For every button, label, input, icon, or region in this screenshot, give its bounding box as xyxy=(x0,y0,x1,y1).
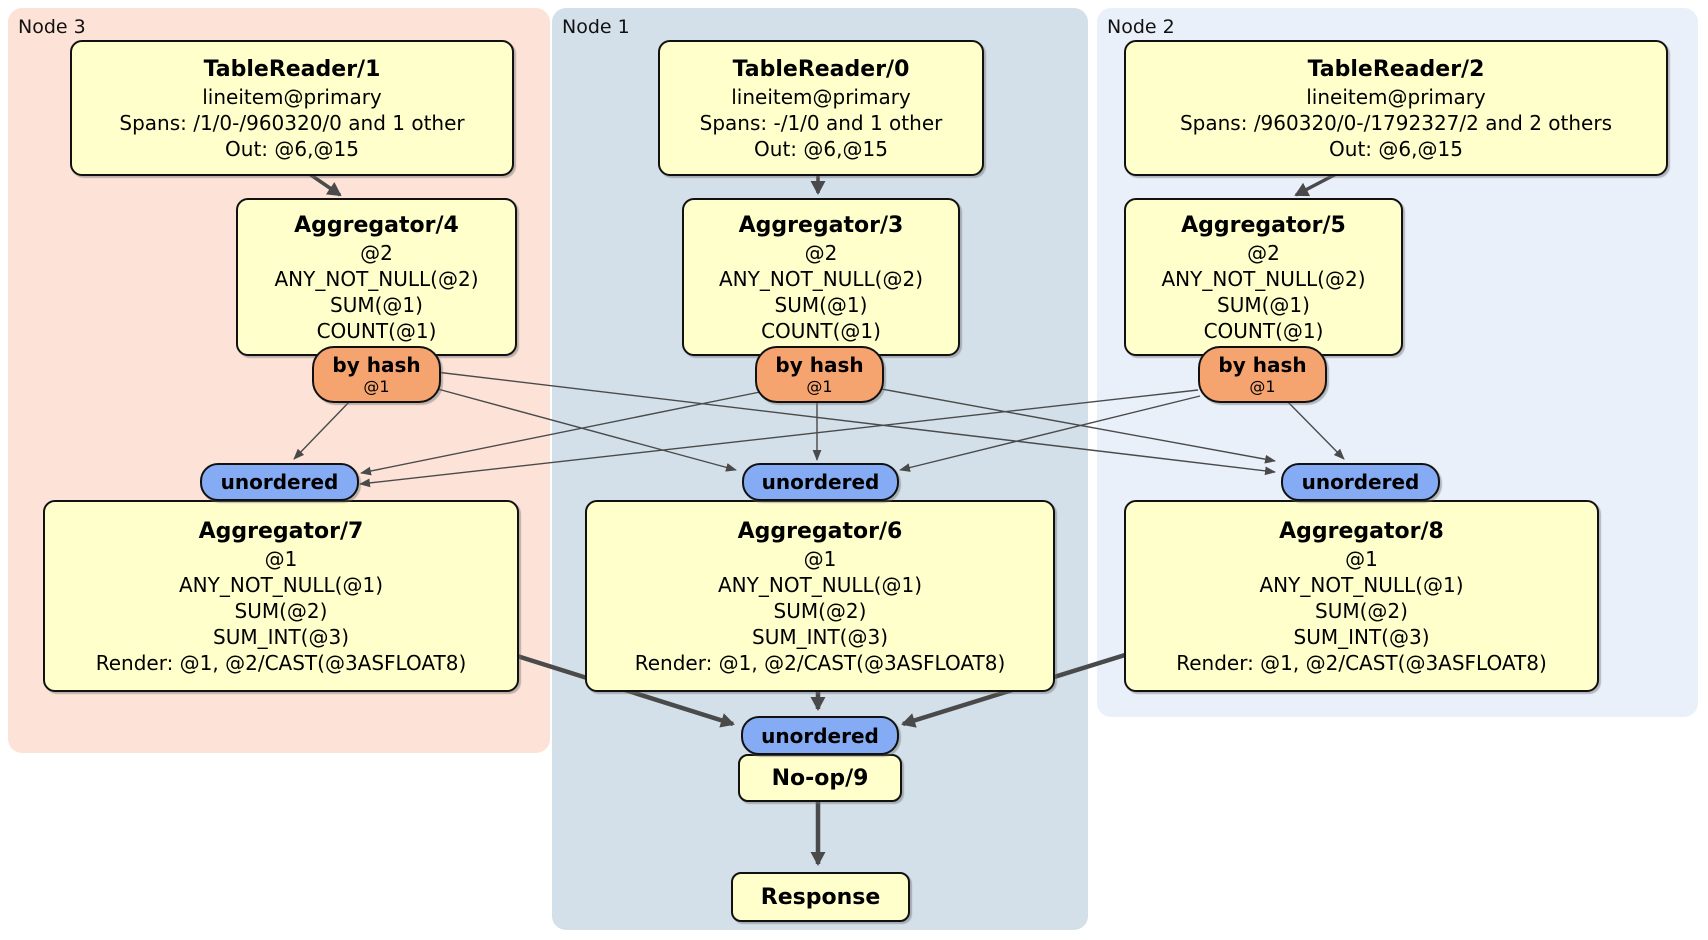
aggregator-4-fn2: SUM(@1) xyxy=(330,292,423,317)
aggregator-7-box: Aggregator/7 @1 ANY_NOT_NULL(@1) SUM(@2)… xyxy=(43,500,519,692)
aggregator-5-box: Aggregator/5 @2 ANY_NOT_NULL(@2) SUM(@1)… xyxy=(1124,198,1403,356)
table-reader-2-index: lineitem@primary xyxy=(1306,84,1486,109)
table-reader-2-title: TableReader/2 xyxy=(1307,56,1485,82)
hash-router-node1: by hash @1 xyxy=(755,346,884,403)
edge-router3-to-stream2 xyxy=(435,371,1276,476)
aggregator-3-title: Aggregator/3 xyxy=(738,212,904,238)
aggregator-8-render: Render: @1, @2/CAST(@3ASFLOAT8) xyxy=(1176,650,1547,675)
table-reader-0-box: TableReader/0 lineitem@primary Spans: -/… xyxy=(658,40,984,176)
aggregator-7-fn1: ANY_NOT_NULL(@1) xyxy=(179,572,383,597)
aggregator-4-fn3: COUNT(@1) xyxy=(316,318,437,343)
aggregator-6-fn1: ANY_NOT_NULL(@1) xyxy=(718,572,922,597)
aggregator-6-title: Aggregator/6 xyxy=(737,518,903,544)
table-reader-1-spans: Spans: /1/0-/960320/0 and 1 other xyxy=(119,110,465,135)
aggregator-8-title: Aggregator/8 xyxy=(1279,518,1444,544)
edge-router1-to-stream3 xyxy=(360,391,761,476)
aggregator-8-group-col: @1 xyxy=(1345,546,1378,571)
edge-tr1-to-agg4 xyxy=(307,171,342,197)
hash-router-node2-key: @1 xyxy=(1249,377,1276,396)
stream-node2: unordered xyxy=(1281,463,1440,501)
edge-router2-to-stream3 xyxy=(359,389,1199,488)
aggregator-5-title: Aggregator/5 xyxy=(1181,212,1346,238)
aggregator-7-title: Aggregator/7 xyxy=(198,518,364,544)
hash-router-node1-key: @1 xyxy=(806,377,833,396)
table-reader-2-out: Out: @6,@15 xyxy=(1329,136,1463,161)
table-reader-2-box: TableReader/2 lineitem@primary Spans: /9… xyxy=(1124,40,1668,176)
aggregator-6-fn2: SUM(@2) xyxy=(773,598,867,623)
aggregator-3-fn2: SUM(@1) xyxy=(774,292,868,317)
node3-region-label: Node 3 xyxy=(18,16,86,38)
table-reader-0-out: Out: @6,@15 xyxy=(754,136,888,161)
aggregator-4-title: Aggregator/4 xyxy=(294,212,459,238)
table-reader-1-out: Out: @6,@15 xyxy=(225,136,359,161)
aggregator-7-group-col: @1 xyxy=(264,546,298,571)
hash-router-node2: by hash @1 xyxy=(1198,346,1327,403)
stream-node3: unordered xyxy=(200,463,359,501)
aggregator-5-fn1: ANY_NOT_NULL(@2) xyxy=(1161,266,1366,291)
table-reader-2-spans: Spans: /960320/0-/1792327/2 and 2 others xyxy=(1179,110,1612,135)
hash-router-node3-label: by hash xyxy=(332,353,421,377)
table-reader-1-index: lineitem@primary xyxy=(202,84,382,109)
aggregator-6-render: Render: @1, @2/CAST(@3ASFLOAT8) xyxy=(634,650,1006,675)
edge-router2-to-stream1 xyxy=(899,395,1201,472)
edge-router2-to-stream2 xyxy=(1284,398,1345,460)
hash-router-node3: by hash @1 xyxy=(312,346,441,403)
aggregator-8-fn3: SUM_INT(@3) xyxy=(1293,624,1430,649)
node1-region-label: Node 1 xyxy=(562,16,630,38)
hash-router-node2-label: by hash xyxy=(1218,353,1307,377)
table-reader-0-index: lineitem@primary xyxy=(731,84,911,109)
aggregator-4-group-col: @2 xyxy=(360,240,393,265)
aggregator-6-group-col: @1 xyxy=(803,546,837,571)
table-reader-1-title: TableReader/1 xyxy=(203,56,381,82)
final-stream: unordered xyxy=(741,716,899,755)
aggregator-5-group-col: @2 xyxy=(1247,240,1280,265)
table-reader-1-box: TableReader/1 lineitem@primary Spans: /1… xyxy=(70,40,514,176)
aggregator-3-box: Aggregator/3 @2 ANY_NOT_NULL(@2) SUM(@1)… xyxy=(682,198,960,356)
aggregator-8-box: Aggregator/8 @1 ANY_NOT_NULL(@1) SUM(@2)… xyxy=(1124,500,1599,692)
edge-tr2-to-agg5 xyxy=(1294,171,1339,197)
aggregator-6-fn3: SUM_INT(@3) xyxy=(752,624,888,649)
aggregator-5-fn3: COUNT(@1) xyxy=(1203,318,1324,343)
node2-region-label: Node 2 xyxy=(1107,16,1175,38)
aggregator-8-fn1: ANY_NOT_NULL(@1) xyxy=(1259,572,1464,597)
hash-router-node3-key: @1 xyxy=(363,377,390,396)
edge-router3-to-stream1 xyxy=(433,387,737,472)
aggregator-7-render: Render: @1, @2/CAST(@3ASFLOAT8) xyxy=(95,650,467,675)
hash-router-node1-label: by hash xyxy=(775,353,864,377)
aggregator-3-fn1: ANY_NOT_NULL(@2) xyxy=(719,266,923,291)
aggregator-6-box: Aggregator/6 @1 ANY_NOT_NULL(@1) SUM(@2)… xyxy=(585,500,1055,692)
response-box: Response xyxy=(731,872,910,922)
noop-box: No-op/9 xyxy=(738,754,902,802)
aggregator-3-group-col: @2 xyxy=(804,240,838,265)
edge-router1-to-stream2 xyxy=(875,387,1276,464)
aggregator-4-fn1: ANY_NOT_NULL(@2) xyxy=(274,266,479,291)
edge-router3-to-stream3 xyxy=(293,398,353,460)
stream-node1: unordered xyxy=(742,463,899,501)
aggregator-8-fn2: SUM(@2) xyxy=(1315,598,1408,623)
aggregator-7-fn3: SUM_INT(@3) xyxy=(213,624,349,649)
aggregator-5-fn2: SUM(@1) xyxy=(1217,292,1310,317)
aggregator-4-box: Aggregator/4 @2 ANY_NOT_NULL(@2) SUM(@1)… xyxy=(236,198,517,356)
table-reader-0-title: TableReader/0 xyxy=(732,56,910,82)
aggregator-7-fn2: SUM(@2) xyxy=(234,598,328,623)
aggregator-3-fn3: COUNT(@1) xyxy=(761,318,881,343)
table-reader-0-spans: Spans: -/1/0 and 1 other xyxy=(699,110,943,135)
